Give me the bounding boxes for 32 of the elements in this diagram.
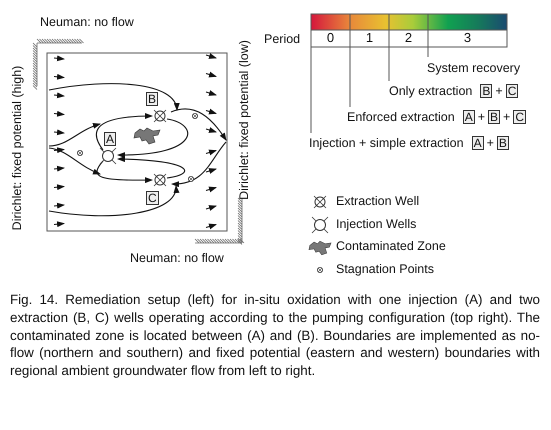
plus-sign: +	[495, 84, 503, 98]
plus-sign: +	[503, 110, 510, 124]
well-label: B	[488, 110, 500, 124]
figure-caption: Fig. 14. Remediation setup (left) for in-situ oxidation with one injection (A) and two extraction (B, C) wells operating according to the pumping configuration (top right). The contaminated zone is located between (A) and (B). Boundaries are implemented as no-flow (northern and southern) and fixed potential (eastern and western) boundaries with regional ambient groundwater flow from left to right.	[10, 291, 540, 380]
plus-sign: +	[486, 136, 494, 150]
period-number: 3	[462, 31, 472, 45]
well-label: C	[506, 84, 518, 98]
boundary-label: Dirichlet: fixed potential (high)	[10, 66, 24, 230]
plus-sign: +	[478, 110, 486, 124]
well-label: A	[104, 132, 116, 146]
period-description: Only extraction	[389, 84, 472, 98]
period-number: 2	[404, 31, 414, 45]
legend-text: Stagnation Points	[336, 262, 434, 276]
period-description: System recovery	[427, 61, 520, 75]
boundary-label: Neuman: no flow	[40, 15, 134, 29]
period-number: 0	[326, 31, 336, 45]
well-label: B	[480, 84, 492, 98]
well-label: B	[496, 136, 509, 150]
boundary-label: Dirichlet: fixed potential (low)	[237, 40, 251, 200]
row-label: Period	[264, 32, 300, 46]
period-description: Injection + simple extraction	[309, 136, 464, 150]
well-label: C	[513, 110, 526, 124]
legend-text: Extraction Well	[336, 194, 420, 208]
legend-text: Injection Wells	[336, 216, 416, 231]
well-label: A	[472, 136, 484, 150]
well-label: A	[462, 110, 475, 124]
period-description: Enforced extraction	[347, 110, 455, 124]
legend-text: Contaminated Zone	[336, 239, 446, 254]
well-label: C	[146, 191, 159, 205]
boundary-label: Neuman: no flow	[130, 251, 224, 265]
period-number: 1	[364, 31, 374, 45]
well-label: B	[146, 92, 158, 106]
